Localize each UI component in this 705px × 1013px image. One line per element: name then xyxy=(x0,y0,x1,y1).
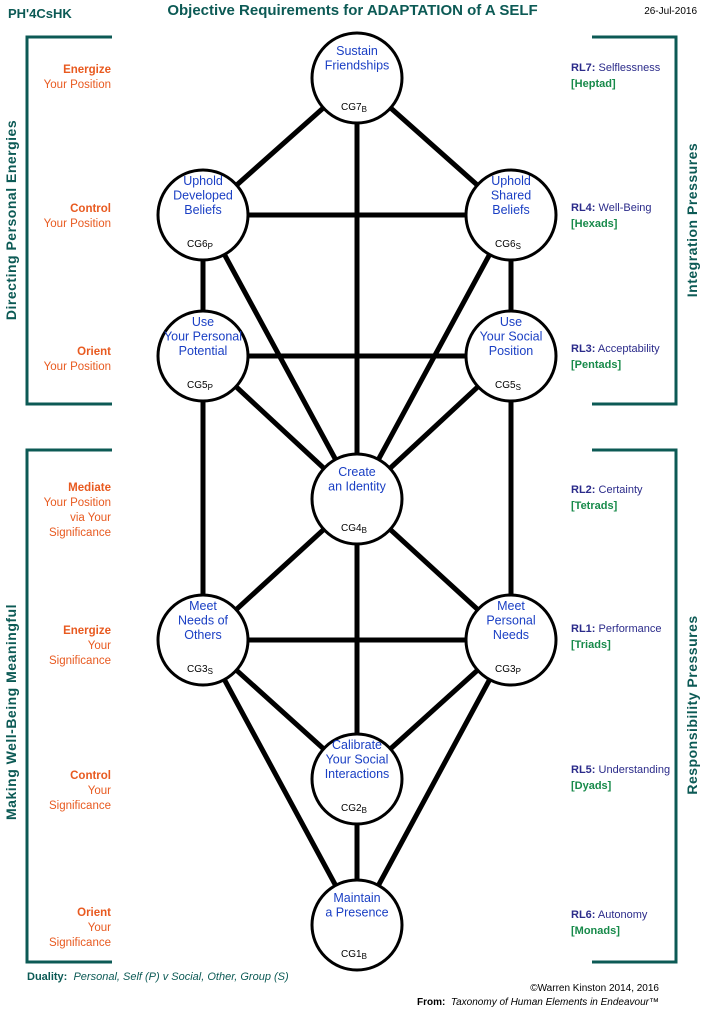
node-label: Sustain xyxy=(336,44,378,58)
right-label-rl2: RL2: Certainty [Tetrads] xyxy=(571,484,643,512)
left-label-orient-significance: Orient Your Significance xyxy=(48,907,111,949)
node-code: CG2B xyxy=(341,803,367,815)
right-label-rl4: RL4: Well-Being [Hexads] xyxy=(571,202,652,230)
node-label: Beliefs xyxy=(492,203,530,217)
node-label: Potential xyxy=(179,344,228,358)
node-code: CG6P xyxy=(187,239,213,251)
node-label: Interactions xyxy=(325,767,390,781)
left-label-energize-significance: Energize Your Significance xyxy=(48,625,111,667)
diagram-title: Objective Requirements for ADAPTATION of… xyxy=(167,2,538,19)
node-label: Use xyxy=(500,315,522,329)
node-label: Your Personal xyxy=(164,330,242,344)
node-label: Needs xyxy=(493,628,529,642)
diagram-code: PH'4CsHK xyxy=(8,6,72,21)
node-code: CG5S xyxy=(495,380,521,392)
node-label: Uphold xyxy=(491,174,531,188)
node-label: Shared xyxy=(491,189,531,203)
left-label-mediate: Mediate Your Position via Your Significa… xyxy=(43,482,111,539)
node-code: CG1B xyxy=(341,949,367,961)
right-label-rl5: RL5: Understanding [Dyads] xyxy=(571,764,671,792)
right-bottom-bracket xyxy=(592,448,678,964)
node-label: Developed xyxy=(173,189,233,203)
right-label-rl7: RL7: Selflessness [Heptad] xyxy=(571,62,661,90)
node-code: CG6S xyxy=(495,239,521,251)
node-label: Personal xyxy=(486,614,535,628)
diagram-date: 26-Jul-2016 xyxy=(644,6,697,17)
node-label: Meet xyxy=(497,599,525,613)
edge-cg3p-cg1 xyxy=(354,638,514,927)
duality-note: Duality: Personal, Self (P) v Social, Ot… xyxy=(27,971,289,983)
node-code: CG3P xyxy=(495,664,521,676)
responsibility-pressures-title: Responsibility Pressures xyxy=(684,615,700,795)
node-label: Use xyxy=(192,315,214,329)
node-code: CG7B xyxy=(341,102,367,114)
node-label: Your Social xyxy=(480,330,543,344)
node-label: Beliefs xyxy=(184,203,222,217)
node-code: CG4B xyxy=(341,523,367,535)
right-label-rl1: RL1: Performance [Triads] xyxy=(571,623,662,651)
left-top-bracket xyxy=(25,35,112,406)
node-label: an Identity xyxy=(328,480,386,494)
node-label: Needs of xyxy=(178,614,229,628)
integration-pressures-title: Integration Pressures xyxy=(684,142,700,298)
node-label: Uphold xyxy=(183,174,223,188)
node-label: Friendships xyxy=(325,59,390,73)
left-label-control-significance: Control Your Significance xyxy=(48,770,111,812)
node-code: CG3S xyxy=(187,664,213,676)
node-label: Your Social xyxy=(326,753,389,767)
node-label: Others xyxy=(184,628,222,642)
node-code: CG5P xyxy=(187,380,213,392)
copyright-note: ©Warren Kinston 2014, 2016 From: Taxonom… xyxy=(417,983,659,1008)
right-label-rl6: RL6: Autonomy [Monads] xyxy=(571,909,648,937)
edge-cg3s-cg1 xyxy=(200,638,360,927)
left-bottom-bracket xyxy=(25,448,112,964)
node-label: Create xyxy=(338,465,376,479)
node-label: Maintain xyxy=(333,891,380,905)
node-label: Calibrate xyxy=(332,738,382,752)
right-label-rl3: RL3: Acceptability [Pentads] xyxy=(571,343,660,371)
node-label: Position xyxy=(489,344,534,358)
right-top-bracket xyxy=(592,35,678,406)
node-label: a Presence xyxy=(325,906,388,920)
node-label: Meet xyxy=(189,599,217,613)
